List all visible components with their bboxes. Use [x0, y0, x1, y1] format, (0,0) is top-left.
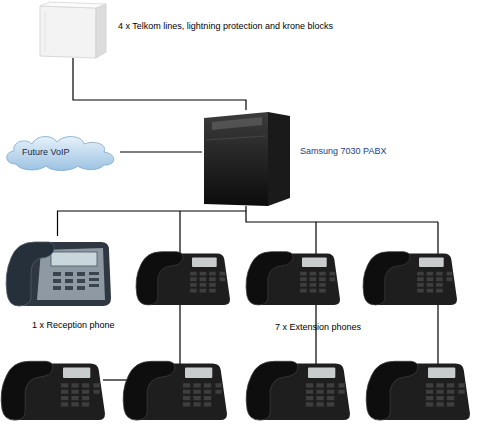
extension-phone — [363, 252, 457, 305]
reception-phone-node: 1 x Reception phone — [5, 236, 110, 306]
node-text: 1 x Reception phone — [32, 320, 162, 331]
pabx-side — [268, 112, 290, 206]
drop-wire — [437, 300, 438, 364]
extension-phone — [246, 252, 340, 305]
extension-phone — [366, 361, 470, 420]
extension-phone — [136, 252, 230, 305]
pabx-edge — [206, 136, 266, 140]
phone-keypad — [53, 272, 99, 290]
node-text: 4 x Telkom lines, lightning protection a… — [118, 21, 378, 32]
extension-phone — [123, 361, 227, 420]
pabx-front — [204, 112, 268, 206]
box-seam — [45, 12, 46, 52]
drop-wire — [179, 300, 180, 364]
node-text: Samsung 7030 PABX — [300, 146, 430, 157]
connector-line — [120, 151, 202, 152]
pabx-vent — [212, 117, 262, 130]
voip-cloud: Future VoIP — [2, 132, 120, 172]
box-front — [40, 6, 96, 58]
link-wire — [103, 379, 127, 380]
drop-wire — [179, 211, 180, 254]
pabx-node: Samsung 7030 PABX — [202, 110, 290, 206]
extension-phone — [1, 361, 105, 420]
box-side — [96, 4, 106, 58]
phone-handset — [6, 242, 54, 306]
node-text: Future VoIP — [22, 147, 112, 158]
wall-box — [40, 2, 106, 58]
wall-box-node: 4 x Telkom lines, lightning protection a… — [38, 2, 108, 58]
drop-wire — [315, 222, 316, 254]
extension-phone — [246, 361, 350, 420]
bus-wire — [246, 211, 438, 222]
drop-wire — [437, 222, 438, 254]
pabx-illustration — [204, 112, 290, 206]
connector-line — [58, 206, 247, 236]
caption-label: 7 x Extension phones — [275, 322, 415, 333]
connector-line — [73, 58, 246, 110]
cloud-shape — [7, 137, 114, 171]
phone-display — [51, 252, 97, 266]
box-top — [40, 2, 106, 8]
reception-phone-symbol — [6, 242, 111, 306]
